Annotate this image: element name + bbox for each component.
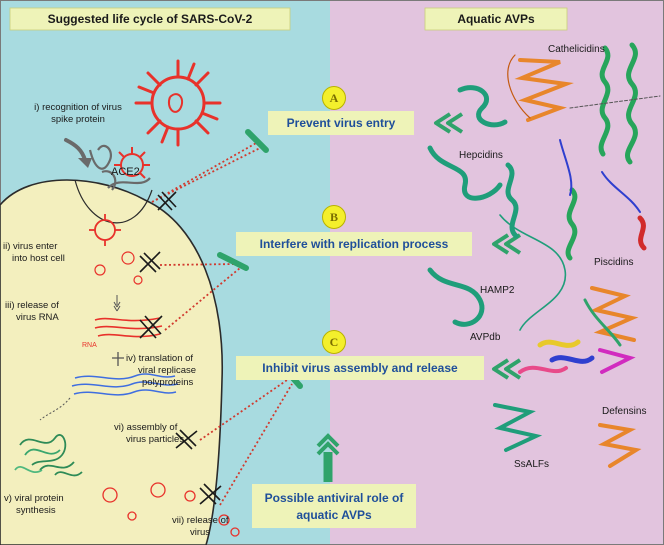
rna-release-arrow (113, 295, 121, 312)
mechanism-b-box (236, 232, 472, 256)
peptide-ssalfs: SsALFs (514, 459, 550, 470)
free-virus (134, 59, 222, 147)
entering-viruses (94, 251, 143, 285)
step-3-line1: iii) release of (5, 300, 59, 311)
defensin-structures (583, 286, 639, 374)
mechanism-b-letter: B (322, 205, 346, 229)
translation-arrows (112, 352, 124, 366)
hamp2-structure (427, 214, 567, 331)
step-4-line1: iv) translation of (126, 353, 194, 364)
block-marks (139, 191, 222, 505)
step-7-line1: vii) release of (172, 515, 229, 526)
step-4-line2: viral replicase (138, 365, 197, 376)
ace2-receptor (88, 144, 151, 191)
step-2-line2: into host cell (12, 253, 65, 264)
upward-arrow (316, 433, 340, 482)
piscidin-structures (559, 139, 647, 261)
bottom-box-line2: aquatic AVPs (296, 508, 372, 522)
step-3-line2: virus RNA (16, 312, 59, 323)
rna-label: RNA (82, 342, 97, 349)
step-1-line1: i) recognition of virus (34, 102, 122, 113)
assembled-viruses (102, 482, 240, 537)
avpdb-structure (518, 339, 595, 374)
peptide-defensins: Defensins (602, 406, 647, 417)
step-1-line2: spike protein (51, 114, 105, 125)
docking-virus (114, 147, 150, 179)
right-panel-title: Aquatic AVPs (457, 12, 535, 26)
cathelicidin-structures (507, 42, 661, 165)
step-5-line1: v) viral protein (4, 493, 64, 504)
receptor-label: ACE2 (111, 166, 140, 178)
step-7-line2: virus (190, 527, 211, 538)
right-title-box (424, 7, 568, 31)
mechanism-b-text: Interfere with replication process (259, 237, 449, 251)
left-panel-title: Suggested life cycle of SARS-CoV-2 (47, 12, 253, 26)
internal-virus (89, 214, 121, 246)
ssalf-structures (493, 403, 642, 468)
peptide-avpdb: AVPdb (470, 332, 501, 343)
peptide-piscidins: Piscidins (594, 257, 634, 268)
mechanism-c-box (236, 356, 484, 380)
peptide-hepcidins: Hepcidins (459, 150, 503, 161)
step-6-line1: vi) assembly of (114, 422, 178, 433)
mechanism-c-letter: C (322, 330, 346, 354)
inhibition-paths (151, 141, 293, 506)
step-4-line3: polyproteins (142, 377, 194, 388)
step-2-line1: ii) virus enter (3, 241, 58, 252)
peptide-hamp2: HAMP2 (480, 285, 515, 296)
viral-rna-strands (94, 317, 163, 338)
bottom-box (252, 484, 416, 528)
mechanism-a-text: Prevent virus entry (286, 116, 396, 130)
replicase-polyproteins (71, 373, 179, 396)
step-6-line2: virus particles (126, 434, 185, 445)
step-5-line2: synthesis (16, 505, 56, 516)
bottom-box-line1: Possible antiviral role of (264, 491, 404, 505)
peptide-cathelicidins: Cathelicidins (548, 44, 605, 55)
mechanism-a-letter: A (322, 86, 346, 110)
mechanism-c-text: Inhibit virus assembly and release (262, 361, 458, 375)
mechanism-a-box (268, 111, 414, 135)
viral-protein-cluster (14, 434, 83, 477)
left-title-box (9, 7, 291, 31)
recognition-arrow (64, 138, 87, 162)
recognition-arrowhead (78, 158, 92, 168)
